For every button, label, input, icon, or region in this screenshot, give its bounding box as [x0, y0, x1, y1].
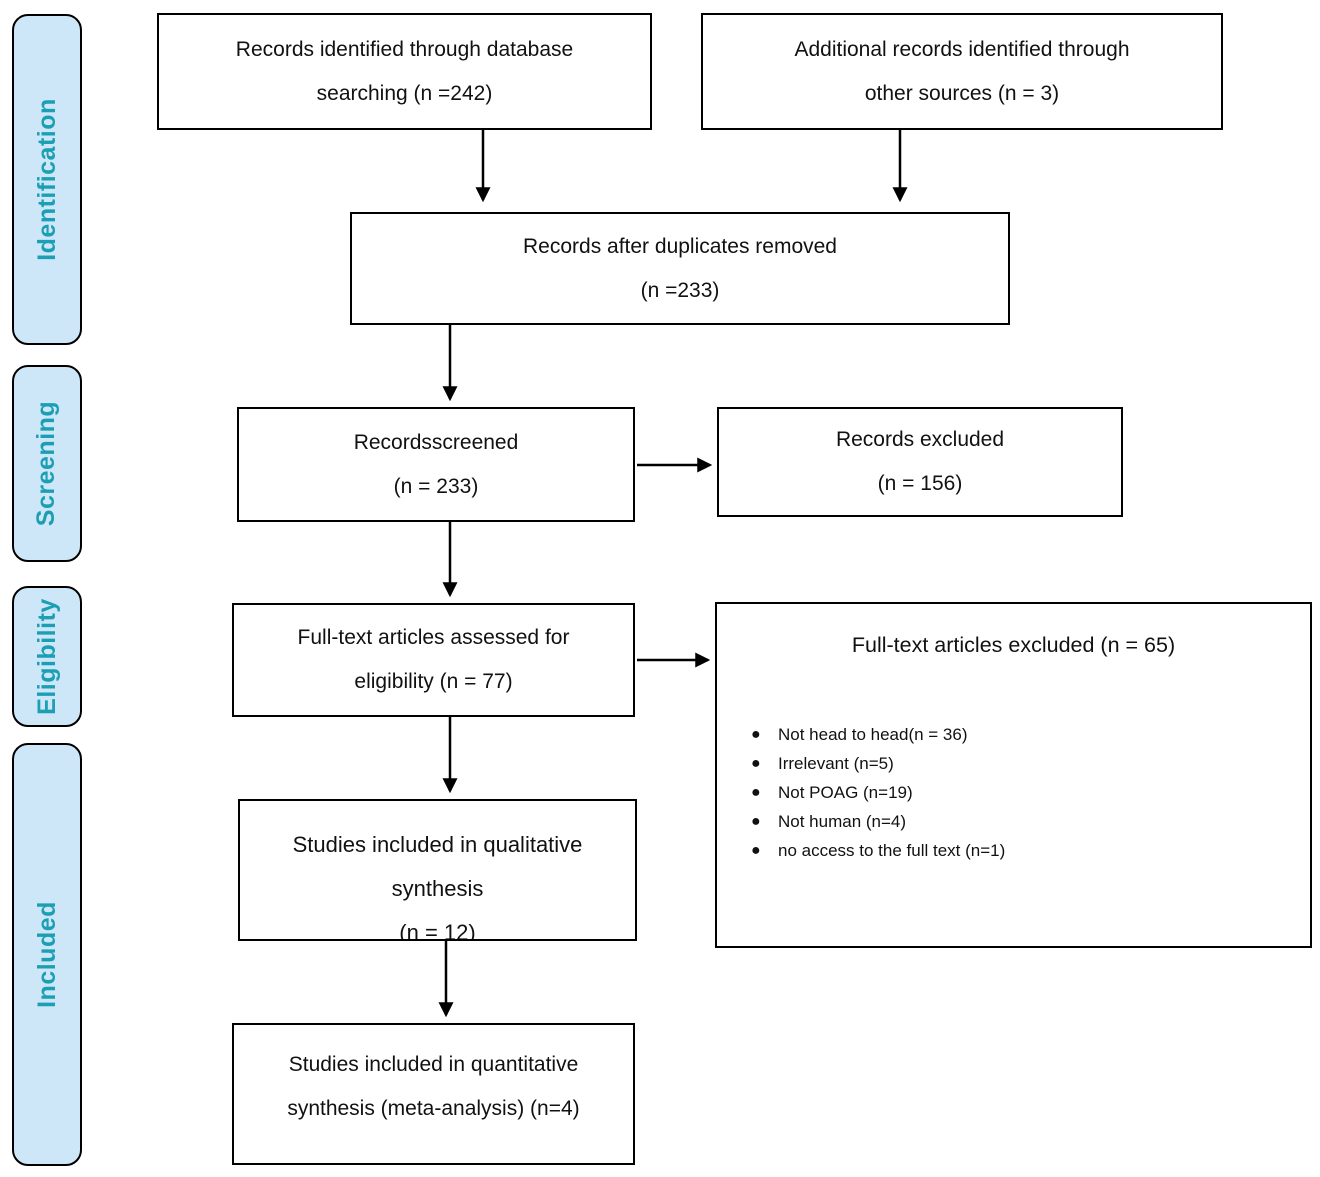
list-item: ● Irrelevant (n=5)	[751, 749, 1300, 778]
box-fulltext-assessed-line2: eligibility (n = 77)	[354, 670, 513, 693]
box-qualitative-line2: synthesis	[391, 876, 484, 901]
box-qualitative-line1: Studies included in qualitative	[292, 832, 583, 857]
reason-text: no access to the full text (n=1)	[778, 841, 1006, 860]
box-duplicates-removed-line1: Records after duplicates removed	[523, 234, 837, 258]
stage-eligibility: Eligibility	[12, 586, 82, 727]
box-qualitative-line3-clipped: (n = 12)	[399, 920, 476, 941]
reason-text: Not POAG (n=19)	[778, 783, 913, 802]
box-fulltext-excluded: Full-text articles excluded (n = 65) ● No…	[715, 602, 1312, 948]
box-quantitative-line1: Studies included in quantitative	[288, 1053, 579, 1076]
fulltext-excluded-reasons-list: ● Not head to head(n = 36) ● Irrelevant (n…	[717, 720, 1310, 865]
stage-identification-label: Identification	[32, 98, 61, 261]
bullet-icon: ●	[751, 726, 761, 743]
box-fulltext-excluded-title: Full-text articles excluded (n = 65)	[851, 633, 1176, 657]
box-records-excluded: Records excluded (n = 156)	[717, 407, 1123, 517]
box-quantitative-line2: synthesis (meta-analysis) (n=4)	[287, 1097, 580, 1120]
box-quantitative-synthesis: Studies included in quantitative synthes…	[232, 1023, 635, 1165]
stage-eligibility-label: Eligibility	[32, 598, 61, 715]
box-qualitative-synthesis: Studies included in qualitative synthesi…	[238, 799, 637, 941]
list-item: ● Not human (n=4)	[751, 807, 1300, 836]
reason-text: Not human (n=4)	[778, 812, 907, 831]
bullet-icon: ●	[751, 784, 761, 801]
box-records-screened: Recordsscreened (n = 233)	[237, 407, 635, 522]
reason-text: Not head to head(n = 36)	[778, 725, 968, 744]
list-item: ● Not head to head(n = 36)	[751, 720, 1300, 749]
box-records-identified: Records identified through database sear…	[157, 13, 652, 130]
bullet-icon: ●	[751, 842, 761, 859]
box-records-excluded-line2: (n = 156)	[877, 472, 963, 495]
box-records-identified-line1: Records identified through database	[235, 37, 574, 61]
box-additional-records: Additional records identified through ot…	[701, 13, 1223, 130]
box-records-excluded-line1: Records excluded	[835, 428, 1005, 451]
box-fulltext-assessed: Full-text articles assessed for eligibil…	[232, 603, 635, 717]
stage-included: Included	[12, 743, 82, 1166]
box-fulltext-assessed-line1: Full-text articles assessed for	[297, 626, 570, 649]
stage-included-label: Included	[32, 901, 61, 1008]
stage-screening: Screening	[12, 365, 82, 562]
box-duplicates-removed: Records after duplicates removed (n =233…	[350, 212, 1010, 325]
box-additional-records-line2: other sources (n = 3)	[864, 81, 1060, 105]
box-records-screened-line2: (n = 233)	[393, 474, 479, 498]
list-item: ● Not POAG (n=19)	[751, 778, 1300, 807]
bullet-icon: ●	[751, 755, 761, 772]
list-item: ● no access to the full text (n=1)	[751, 836, 1300, 865]
box-additional-records-line1: Additional records identified through	[794, 37, 1130, 61]
box-duplicates-removed-line2: (n =233)	[640, 278, 720, 302]
stage-identification: Identification	[12, 14, 82, 345]
box-records-identified-line2: searching (n =242)	[316, 81, 493, 105]
stage-screening-label: Screening	[32, 400, 61, 527]
bullet-icon: ●	[751, 813, 761, 830]
reason-text: Irrelevant (n=5)	[778, 754, 894, 773]
box-records-screened-line1: Recordsscreened	[353, 430, 519, 454]
